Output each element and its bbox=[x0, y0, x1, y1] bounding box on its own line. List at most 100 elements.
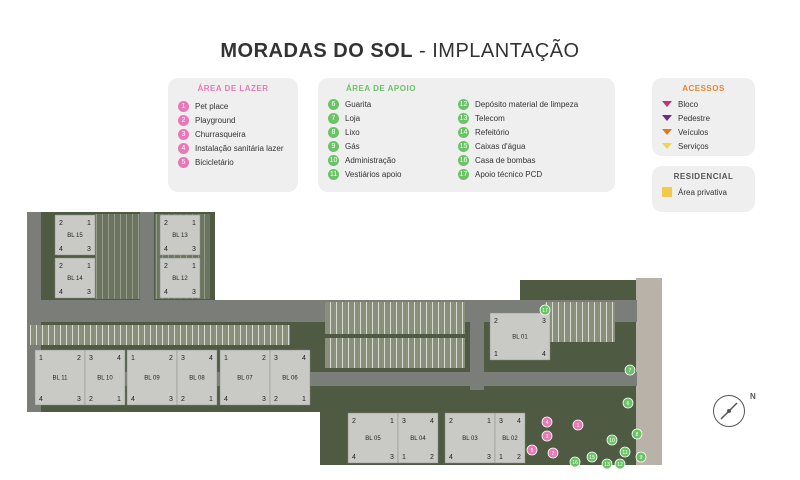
page-title: MORADAS DO SOL - IMPLANTAÇÃO bbox=[0, 40, 800, 63]
legend-label: Guarita bbox=[345, 99, 372, 109]
block-label: BL 12 bbox=[172, 276, 188, 282]
acessos-heading: ACESSOS bbox=[682, 84, 725, 93]
legend-label: Apoio técnico PCD bbox=[475, 169, 543, 179]
access-label: Pedestre bbox=[678, 113, 711, 123]
apoio-heading: ÁREA DE APOIO bbox=[346, 84, 416, 93]
marker-circle bbox=[624, 364, 636, 376]
map-marker: 10 bbox=[606, 434, 618, 446]
map-marker: 13 bbox=[601, 458, 613, 470]
access-arrow-icon bbox=[662, 115, 672, 121]
unit-number: 2 bbox=[494, 318, 498, 325]
block-label: BL 08 bbox=[189, 376, 205, 382]
marker-circle bbox=[606, 434, 618, 446]
unit-number: 3 bbox=[87, 289, 91, 296]
unit-number: 1 bbox=[192, 263, 196, 270]
legend-label: Instalação sanitária lazer bbox=[195, 143, 284, 153]
unit-number: 4 bbox=[352, 454, 356, 461]
marker-circle bbox=[541, 416, 553, 428]
building-footprint bbox=[489, 312, 551, 361]
legend-item: 14 Refeitório bbox=[458, 125, 578, 139]
marker-circle bbox=[631, 428, 643, 440]
building-footprint bbox=[84, 349, 126, 406]
unit-number: 2 bbox=[262, 355, 266, 362]
compass-icon: N bbox=[713, 392, 756, 427]
building-footprint bbox=[176, 349, 218, 406]
map-marker: 11 bbox=[619, 446, 631, 458]
building-footprint bbox=[34, 349, 86, 406]
legend-item: 17 Apoio técnico PCD bbox=[458, 167, 578, 181]
legend-number-badge: 9 bbox=[328, 140, 339, 152]
marker-circle bbox=[586, 451, 598, 463]
marker-number: 10 bbox=[609, 438, 615, 444]
legend-number-badge: 16 bbox=[458, 154, 469, 166]
legend-number-badge: 4 bbox=[178, 142, 189, 154]
access-label: Serviços bbox=[678, 141, 709, 151]
building-footprint bbox=[159, 257, 201, 299]
marker-number: 13 bbox=[604, 462, 610, 468]
residential-legend-item: Área privativa bbox=[662, 185, 745, 199]
marker-circle bbox=[569, 456, 581, 468]
unit-number: 4 bbox=[164, 289, 168, 296]
map-marker: 5 bbox=[526, 444, 538, 456]
block-label: BL 07 bbox=[237, 376, 253, 382]
unit-number: 2 bbox=[430, 454, 434, 461]
block-label: BL 11 bbox=[52, 376, 68, 382]
marker-circle bbox=[572, 419, 584, 431]
map-marker: 8 bbox=[631, 428, 643, 440]
block-label: BL 09 bbox=[144, 376, 160, 382]
title-bold: MORADAS DO SOL bbox=[220, 40, 413, 62]
legend-label: Gás bbox=[345, 141, 360, 151]
access-label: Veículos bbox=[678, 127, 709, 137]
unit-number: 4 bbox=[302, 355, 306, 362]
map-marker: 4 bbox=[541, 416, 553, 428]
block-label: BL 14 bbox=[67, 276, 83, 282]
legend-residencial: RESIDENCIAL Área privativa bbox=[652, 166, 755, 212]
legend-label: Refeitório bbox=[475, 127, 510, 137]
map-marker: 12 bbox=[614, 458, 626, 470]
unit-number: 4 bbox=[164, 246, 168, 253]
legend-number-badge: 17 bbox=[458, 168, 469, 180]
block-label: BL 02 bbox=[502, 436, 518, 442]
residential-label: Área privativa bbox=[678, 187, 727, 197]
unit-number: 4 bbox=[517, 418, 521, 425]
legend-number-badge: 10 bbox=[328, 154, 339, 166]
marker-number: 2 bbox=[552, 451, 555, 457]
unit-number: 3 bbox=[542, 318, 546, 325]
legend-number-badge: 3 bbox=[178, 128, 189, 140]
legend-number-badge: 14 bbox=[458, 126, 469, 138]
legend-number-badge: 7 bbox=[328, 112, 339, 124]
block-label: BL 03 bbox=[462, 436, 478, 442]
marker-number: 4 bbox=[546, 420, 549, 426]
legend-item: 9 Gás bbox=[328, 139, 458, 153]
unit-number: 3 bbox=[487, 454, 491, 461]
unit-number: 3 bbox=[274, 355, 278, 362]
building-footprint bbox=[54, 257, 96, 299]
unit-number: 3 bbox=[499, 418, 503, 425]
legend-label: Depósito material de limpeza bbox=[475, 99, 579, 109]
building-footprint bbox=[269, 349, 311, 406]
legend-item: 4 Instalação sanitária lazer bbox=[178, 141, 288, 155]
access-legend-item: Bloco bbox=[662, 97, 745, 111]
unit-number: 1 bbox=[87, 263, 91, 270]
unit-number: 2 bbox=[164, 220, 168, 227]
unit-number: 2 bbox=[77, 355, 81, 362]
marker-number: 6 bbox=[627, 401, 630, 407]
unit-number: 4 bbox=[430, 418, 434, 425]
access-arrow-icon bbox=[662, 101, 672, 107]
unit-number: 3 bbox=[402, 418, 406, 425]
unit-number: 2 bbox=[181, 396, 185, 403]
legend-label: Telecom bbox=[475, 113, 505, 123]
unit-number: 1 bbox=[390, 418, 394, 425]
marker-number: 5 bbox=[531, 448, 534, 454]
marker-circle bbox=[526, 444, 538, 456]
